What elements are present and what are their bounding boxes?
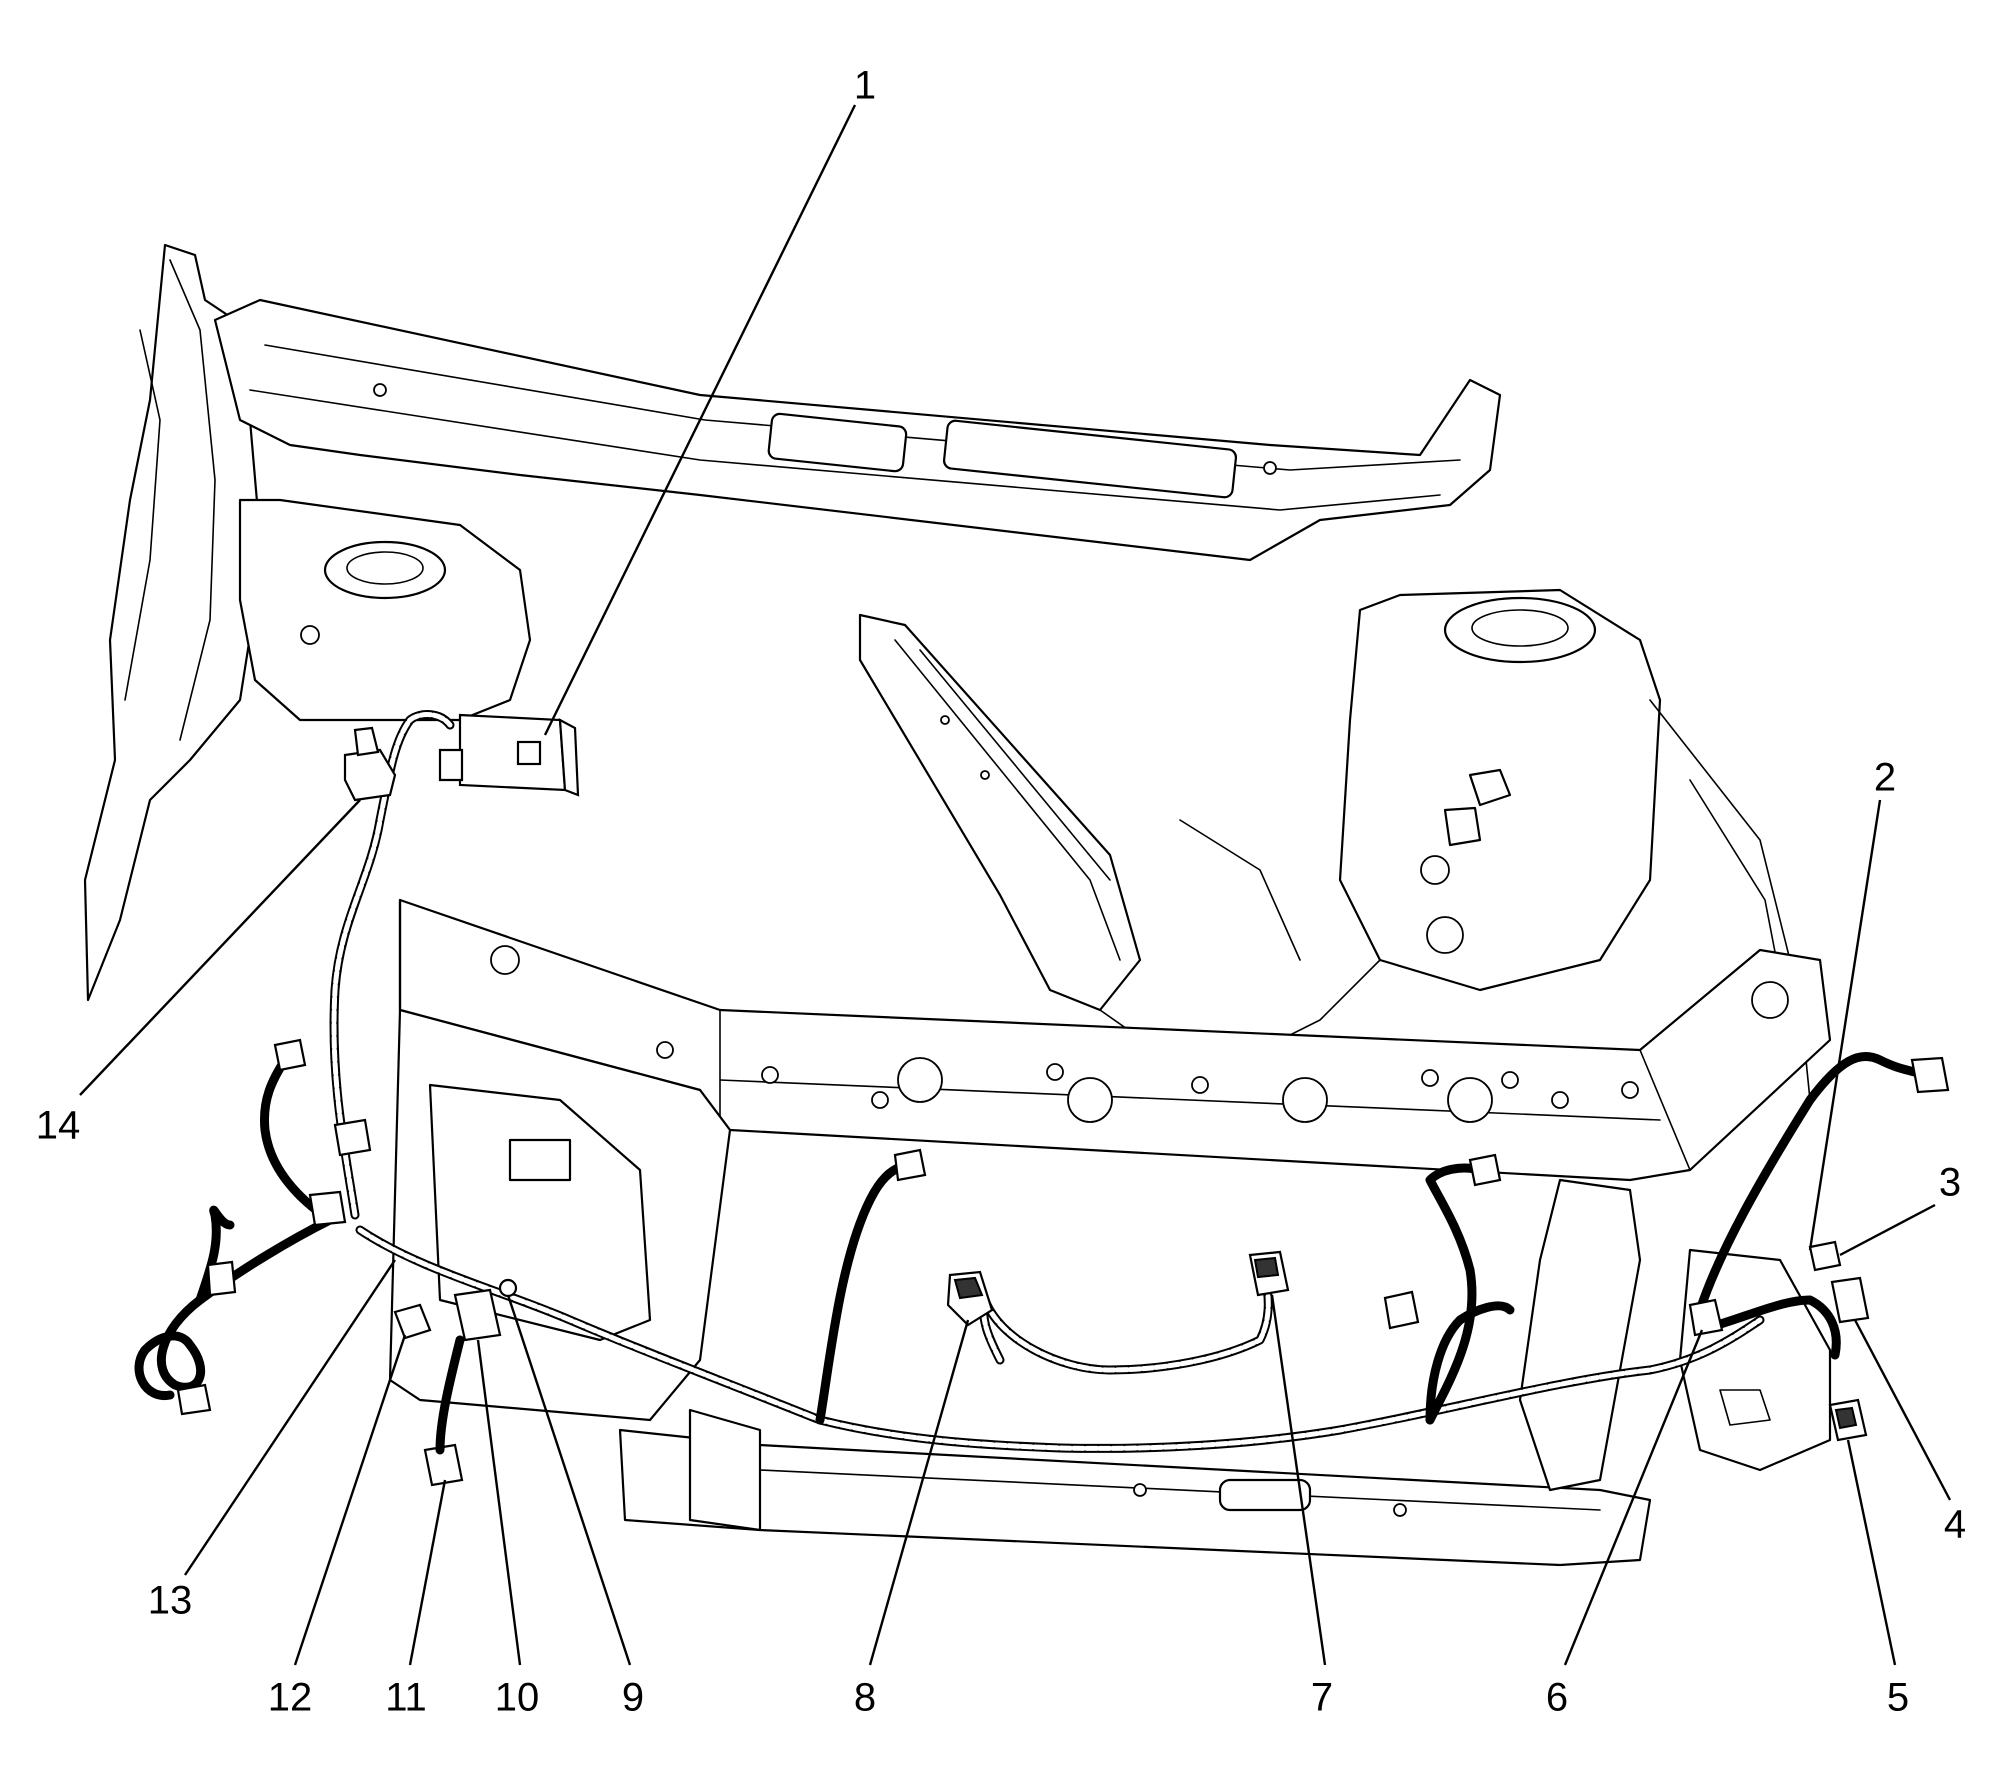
leader-9 [506, 1294, 632, 1666]
connector-component-6 [1688, 1298, 1724, 1337]
lower-tie-bar-slot [1218, 1478, 1312, 1512]
harness-right-branch [1425, 1163, 1485, 1425]
leader-3 [1839, 1203, 1936, 1257]
callout-10: 10 [495, 1676, 540, 1720]
callout-2: 2 [1874, 756, 1896, 800]
module-component-1 [438, 713, 580, 797]
connector-component-4 [1830, 1276, 1870, 1324]
callout-13: 13 [148, 1579, 193, 1623]
center-frame-rail [858, 613, 1142, 1012]
left-fender-panel [83, 243, 264, 1002]
callout-7: 7 [1311, 1676, 1333, 1720]
callout-8: 8 [854, 1676, 876, 1720]
center-support-bracket [688, 1408, 762, 1532]
right-radiator-support [1518, 1178, 1642, 1492]
callout-9: 9 [622, 1676, 644, 1720]
cowl-slot-right [942, 419, 1238, 499]
leader-6 [1563, 1329, 1704, 1666]
connector-component-14 [343, 726, 397, 802]
right-strut-mount [1443, 596, 1597, 664]
leader-5 [1846, 1439, 1897, 1666]
leader-14 [79, 799, 361, 1096]
connector-component-12 [393, 1303, 432, 1340]
leader-11 [408, 1479, 447, 1666]
callout-3: 3 [1939, 1161, 1961, 1205]
callout-14: 14 [36, 1104, 81, 1148]
leader-lines [79, 104, 1952, 1666]
callout-4: 4 [1944, 1503, 1966, 1547]
callout-5: 5 [1887, 1676, 1909, 1720]
connector-component-10 [453, 1288, 502, 1342]
callout-11: 11 [385, 1676, 427, 1720]
callout-12: 12 [268, 1676, 313, 1720]
connector-component-3 [1808, 1240, 1842, 1272]
clip-component-9 [498, 1278, 518, 1298]
leader-2 [1808, 799, 1882, 1251]
connector-component-11 [423, 1443, 464, 1487]
leader-1 [543, 104, 857, 736]
components [176, 713, 1950, 1487]
left-strut-mount [323, 540, 447, 600]
left-strut-tower [238, 498, 532, 722]
callout-6: 6 [1546, 1676, 1568, 1720]
leader-13 [184, 1259, 396, 1576]
leader-12 [293, 1334, 407, 1666]
lower-tie-bar [618, 1428, 1652, 1567]
harness-left-branch [134, 1215, 335, 1400]
leader-8 [868, 1319, 970, 1666]
callout-labels: 1 2 3 4 5 6 7 8 9 10 11 12 13 14 [36, 64, 1966, 1720]
vehicle-body-structure [83, 243, 1832, 1567]
leader-4 [1853, 1319, 1952, 1501]
harness-center-branch [815, 1160, 910, 1425]
leader-10 [476, 1339, 522, 1666]
cowl-slot-left [767, 412, 908, 473]
leader-7 [1270, 1294, 1327, 1666]
callout-1: 1 [854, 64, 876, 108]
